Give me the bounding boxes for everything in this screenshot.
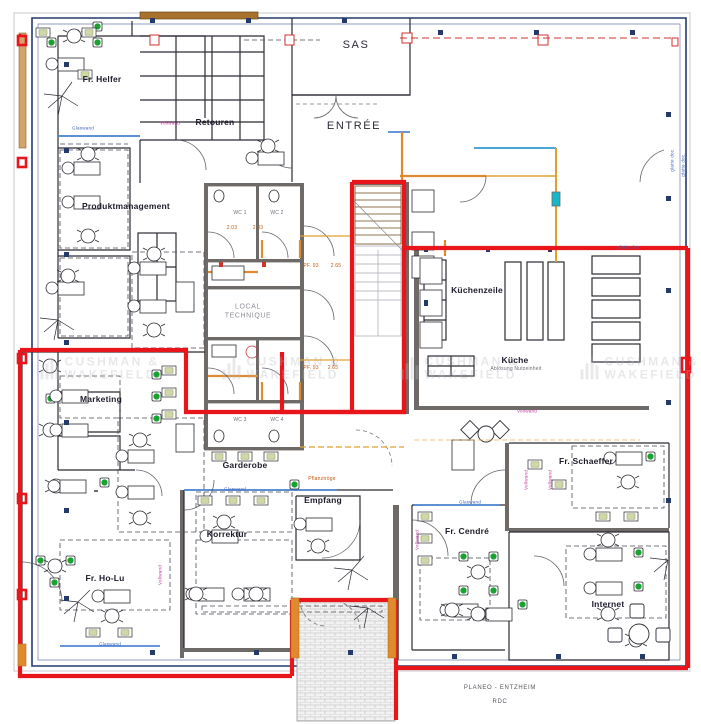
room-label-note-glaswand-3: Glaswand <box>458 499 482 505</box>
room-label-marketing: Marketing <box>80 394 122 404</box>
room-label-kueche-sub: Ablösung Nutzeinheit <box>490 366 542 372</box>
room-label-note-pflanz: Pflanztröge <box>308 476 336 482</box>
room-label-dim-203-a: 2.03 <box>226 225 238 231</box>
room-label-local-technique: LOCAL <box>235 303 261 311</box>
room-label-fr-helfer: Fr. Helfer <box>82 74 122 84</box>
room-label-v-vollwand-4: Vollwand <box>523 470 529 490</box>
room-label-produktmanagement: Produktmanagement <box>82 201 170 211</box>
room-label-note-glaswand-4: Glaswand <box>98 641 122 647</box>
room-label-kuechenzeile: Küchenzeile <box>451 285 503 295</box>
room-label-sas: SAS <box>342 39 370 51</box>
room-label-note-glaswand-2: Glaswand <box>223 486 247 492</box>
room-label-note-glaswand-1: Glaswand <box>71 125 95 131</box>
room-label-garderobe: Garderobe <box>222 460 268 470</box>
room-label-entree: ENTRÉE <box>326 120 382 132</box>
room-label-dim-203-b: 2.03 <box>252 225 264 231</box>
room-label-wc-3: WC 3 <box>233 417 247 423</box>
room-label-note-glasdoor: glatte doc. <box>617 244 641 250</box>
room-label-dim-pf-93: PF. 93 <box>303 263 319 269</box>
terrace-hatch <box>296 600 396 722</box>
room-label-wc-2: WC 2 <box>270 210 284 216</box>
room-label-local-technique2: TECHNIQUE <box>224 312 272 320</box>
room-label-note-vollwand-1: Vollwand <box>160 120 180 126</box>
room-label-wc-1: WC 1 <box>233 210 247 216</box>
plan-caption-level: RDC <box>492 699 508 705</box>
room-label-v-vollwand-2: Vollwand <box>414 530 420 550</box>
plan-caption-title: PLANEO - ENTZHEIM <box>463 685 537 691</box>
room-label-v-vollwand-3: Vollwand <box>547 470 553 490</box>
room-label-fr-cendre: Fr. Cendré <box>444 526 490 536</box>
room-label-kueche: Küche <box>501 355 529 365</box>
room-label-dim-265b: 2.65 <box>327 365 339 371</box>
room-label-dim-265: 2.65 <box>330 263 342 269</box>
room-label-empfang: Empfang <box>304 495 342 505</box>
room-label-note-vollwand-2: Vollwand <box>517 408 537 414</box>
room-label-fr-schaeffer: Fr. Schaeffer <box>558 456 614 466</box>
room-label-dim-pf93b: PF. 93 <box>303 365 319 371</box>
room-label-v-glatte-1: glatte doc. <box>669 148 675 172</box>
room-label-retouren: Retouren <box>195 117 235 127</box>
room-label-v-glatte-2: glatte doc. <box>680 153 686 177</box>
room-label-internet: Internet <box>591 599 625 609</box>
room-label-wc-4: WC 4 <box>270 417 284 423</box>
room-label-v-vollwand-1: Vollwand <box>157 565 163 585</box>
room-label-korrektur: Korrektur <box>206 529 248 539</box>
room-label-fr-ho-lu: Fr. Ho-Lu <box>85 573 125 583</box>
